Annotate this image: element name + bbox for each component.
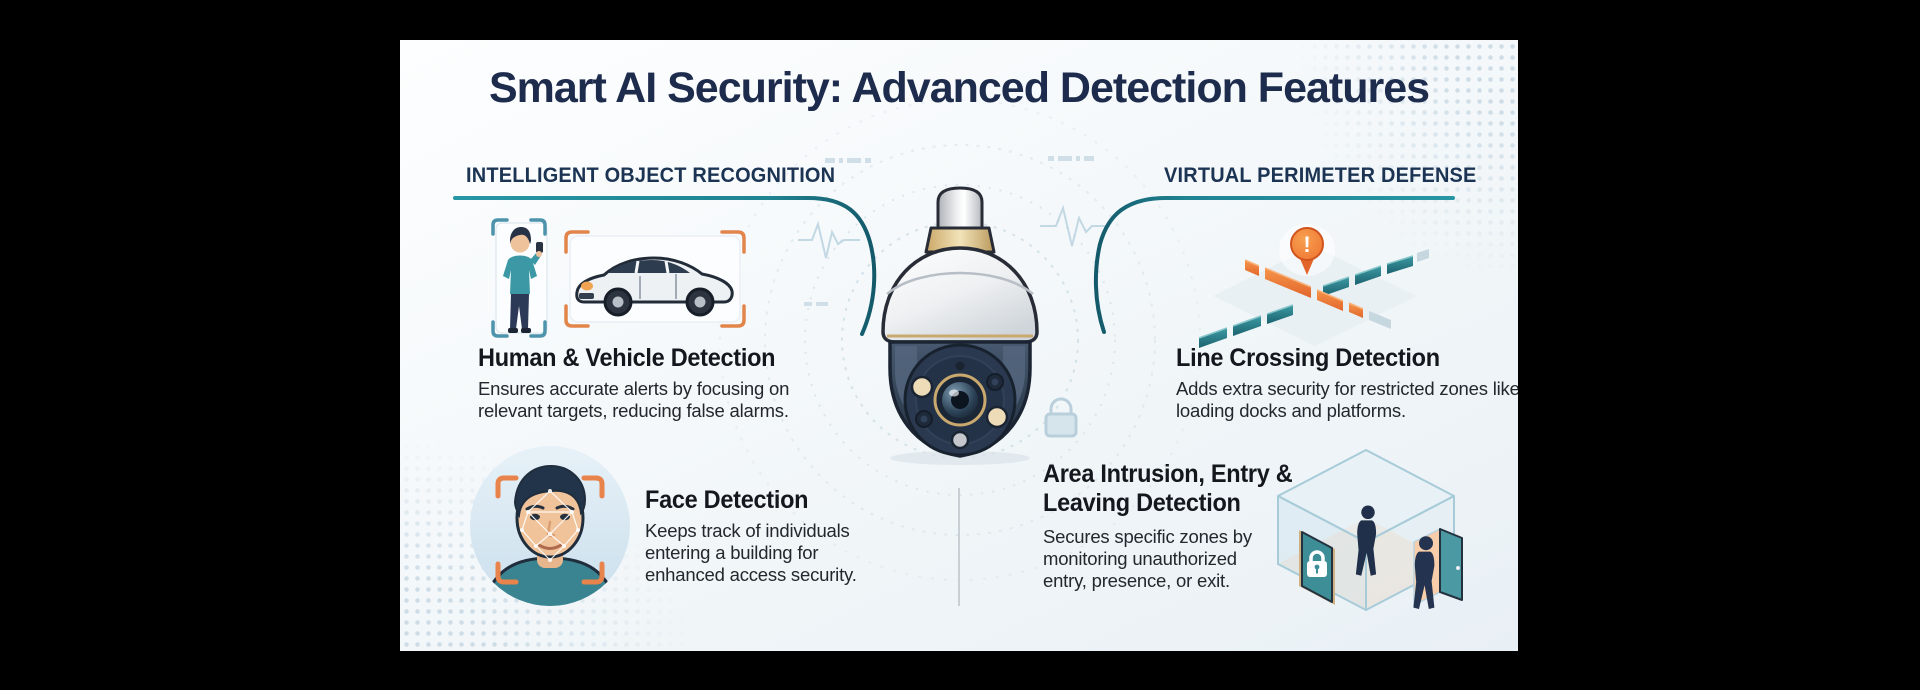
orange-line-segments: [1244, 259, 1391, 329]
human-vehicle-icons: [491, 218, 746, 338]
person-icon: [503, 227, 543, 333]
vehicle-detection-frame-icon: [564, 230, 746, 328]
section-underline-connectors: [453, 196, 1455, 336]
right-section-heading: VIRTUAL PERIMETER DEFENSE: [1164, 164, 1477, 187]
area-intrusion-cube-icon: [1277, 449, 1463, 611]
line-crossing-icon: !: [1198, 224, 1429, 348]
padlock-icon: [1307, 550, 1327, 577]
section-underline-right: [1093, 196, 1455, 334]
feature-title: Human & Vehicle Detection: [478, 344, 776, 372]
ptz-security-camera-icon: [881, 186, 1039, 465]
column-divider: [958, 488, 960, 606]
page-title: Smart AI Security: Advanced Detection Fe…: [488, 64, 1430, 112]
person-detection-frame-icon: [491, 218, 547, 338]
feature-title: Line Crossing Detection: [1176, 344, 1440, 372]
svg-text:!: !: [1303, 232, 1310, 257]
face-recognition-icon: [470, 446, 630, 606]
waveform-decoration: [798, 204, 1110, 259]
feature-description: Keeps track of individuals entering a bu…: [645, 520, 857, 586]
halftone-dots-top-right: [1298, 40, 1518, 280]
face-bracket-frame-icon: [495, 475, 605, 585]
feature-title: Area Intrusion, Entry & Leaving Detectio…: [1043, 460, 1293, 517]
section-underline-left: [453, 196, 877, 336]
feature-face: Face Detection Keeps track of individual…: [645, 486, 905, 587]
face-mesh-overlay: [520, 489, 580, 562]
person-exiting-silhouette: [1413, 536, 1435, 609]
feature-area-intrusion: Area Intrusion, Entry & Leaving Detectio…: [1043, 460, 1343, 592]
feature-title: Face Detection: [645, 486, 809, 514]
teal-line-segments: [1198, 249, 1429, 348]
car-icon: [575, 256, 734, 317]
locked-door-icon: [1299, 530, 1335, 605]
left-section-heading: INTELLIGENT OBJECT RECOGNITION: [466, 164, 836, 187]
barcode-decoration: [804, 156, 1094, 306]
person-inside-silhouette: [1355, 505, 1377, 576]
feature-description: Ensures accurate alerts by focusing on r…: [478, 378, 790, 422]
feature-description: Secures specific zones by monitoring una…: [1043, 525, 1252, 591]
feature-description: Adds extra security for restricted zones…: [1176, 378, 1518, 422]
feature-human-vehicle: Human & Vehicle Detection Ensures accura…: [478, 344, 838, 422]
feature-line-crossing: Line Crossing Detection Adds extra secur…: [1176, 344, 1518, 422]
infographic-panel: Smart AI Security: Advanced Detection Fe…: [400, 40, 1518, 651]
alert-pin-icon: !: [1279, 224, 1335, 276]
lock-decoration-icon: [1044, 397, 1078, 438]
